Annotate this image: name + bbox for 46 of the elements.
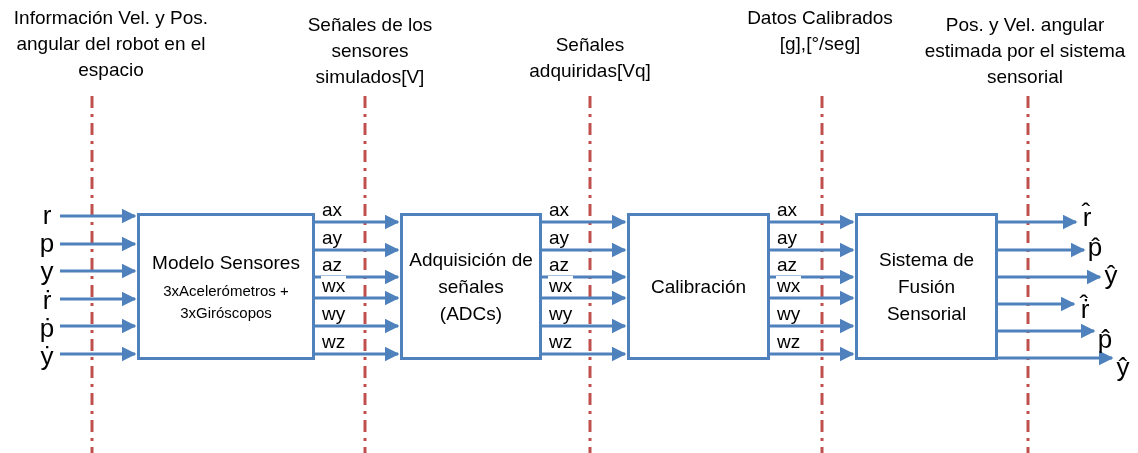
arrow	[60, 318, 137, 334]
arrow	[998, 296, 1076, 312]
box-subtitle: 3xAcelerómetros + 3xGiróscopos	[162, 281, 290, 323]
box-title: Adquisición de señales (ADCs)	[408, 248, 534, 326]
arrow	[315, 318, 400, 334]
arrow	[998, 242, 1086, 258]
arrow	[60, 208, 137, 224]
arrow	[542, 346, 627, 362]
box-title: Sistema de Fusión Sensorial	[877, 248, 975, 326]
variable-label: r	[36, 200, 58, 230]
variable-label: ṗ	[36, 311, 58, 343]
arrow	[315, 346, 400, 362]
arrow	[770, 346, 855, 362]
column-heading: Datos Calibrados [g],[°/seg]	[746, 6, 894, 56]
arrow	[60, 291, 137, 307]
arrow	[315, 242, 400, 258]
arrow	[770, 242, 855, 258]
variable-label: p	[36, 228, 58, 258]
arrow	[542, 214, 627, 230]
column-heading: Señales adquiridas[Vq]	[528, 33, 652, 83]
column-heading: Información Vel. y Pos. angular del robot en el espacio	[12, 6, 210, 82]
process-box	[400, 213, 542, 360]
column-heading: Señales de los sensores simulados[V]	[306, 13, 434, 89]
process-box	[855, 213, 998, 360]
arrow	[542, 242, 627, 258]
variable-label: r̂	[1076, 200, 1098, 232]
arrow	[998, 269, 1102, 285]
box-title: Modelo Sensores	[152, 251, 300, 275]
arrow	[998, 323, 1096, 339]
arrow	[60, 263, 137, 279]
arrow	[542, 290, 627, 306]
process-box	[137, 213, 315, 360]
arrow	[542, 318, 627, 334]
arrow	[998, 214, 1078, 230]
arrow	[998, 350, 1114, 366]
arrow	[770, 214, 855, 230]
variable-label: ṙ̂	[1074, 288, 1096, 324]
arrow	[315, 214, 400, 230]
box-title: Calibración	[650, 275, 746, 299]
arrow	[315, 290, 400, 306]
process-box	[627, 213, 770, 360]
arrow	[60, 346, 137, 362]
arrow	[60, 236, 137, 252]
column-heading: Pos. y Vel. angular estimada por el sistema sensorial	[923, 13, 1127, 89]
variable-label: y	[36, 256, 58, 286]
arrow	[770, 318, 855, 334]
